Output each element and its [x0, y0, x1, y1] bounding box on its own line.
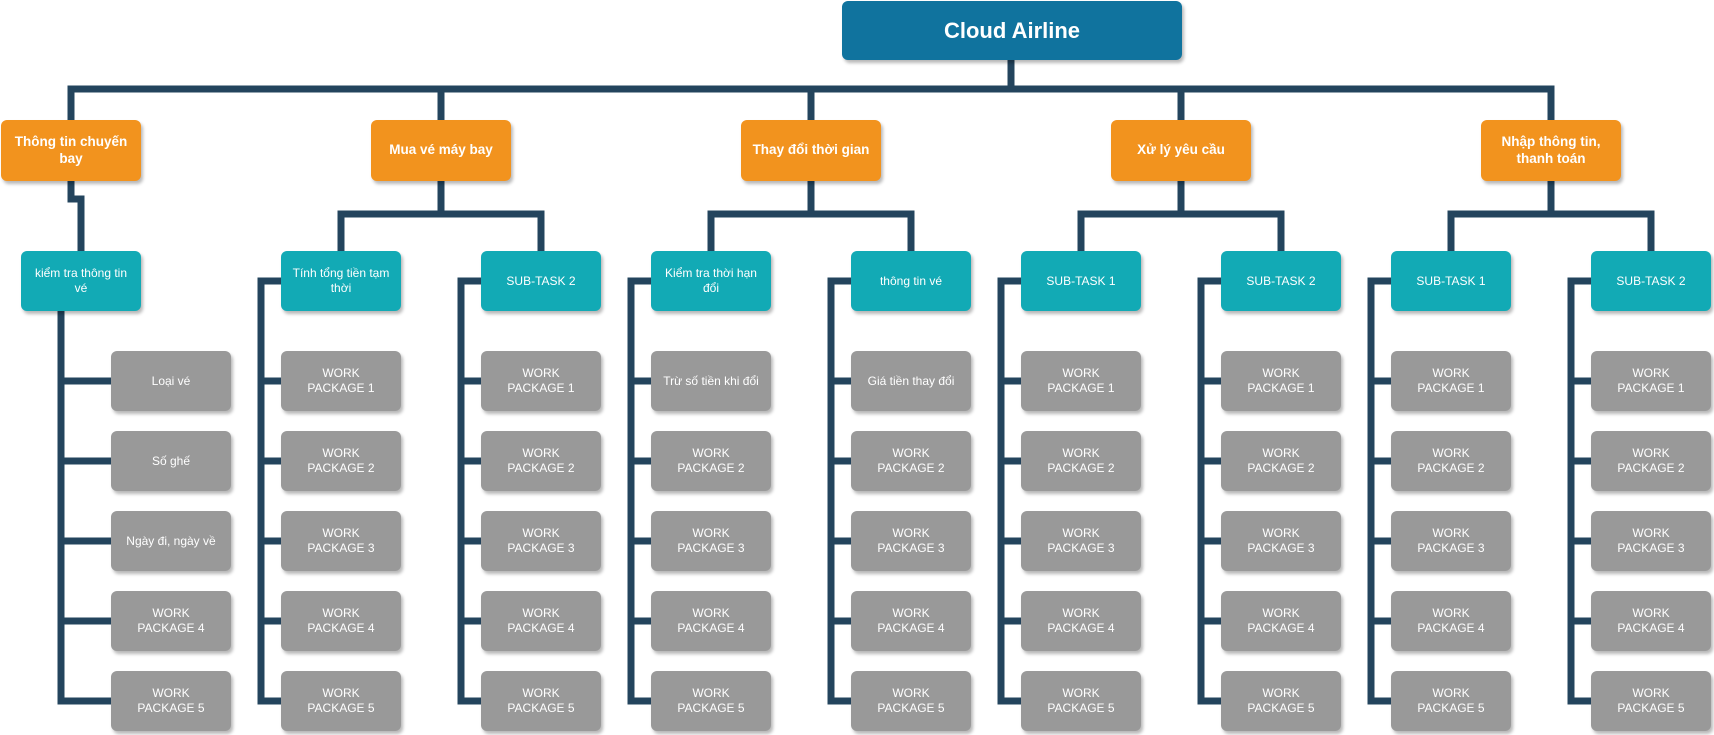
work-package-node[interactable]: WORK PACKAGE 2: [281, 431, 401, 491]
work-package-node[interactable]: WORK PACKAGE 5: [851, 671, 971, 731]
subtask-node[interactable]: thông tin vé: [851, 251, 971, 311]
work-package-node[interactable]: WORK PACKAGE 2: [1391, 431, 1511, 491]
work-package-node[interactable]: WORK PACKAGE 1: [481, 351, 601, 411]
work-package-node[interactable]: WORK PACKAGE 3: [1391, 511, 1511, 571]
work-package-node[interactable]: Số ghế: [111, 431, 231, 491]
work-package-node[interactable]: WORK PACKAGE 1: [1591, 351, 1711, 411]
work-package-node[interactable]: Trừ số tiền khi đổi: [651, 351, 771, 411]
work-package-node[interactable]: Loại vé: [111, 351, 231, 411]
work-package-node[interactable]: WORK PACKAGE 3: [1591, 511, 1711, 571]
work-package-node[interactable]: WORK PACKAGE 2: [1591, 431, 1711, 491]
work-package-node[interactable]: WORK PACKAGE 5: [1591, 671, 1711, 731]
work-package-node[interactable]: WORK PACKAGE 2: [481, 431, 601, 491]
work-package-node[interactable]: WORK PACKAGE 5: [1391, 671, 1511, 731]
work-package-node[interactable]: WORK PACKAGE 4: [111, 591, 231, 651]
subtask-node[interactable]: SUB-TASK 2: [1591, 251, 1711, 311]
work-package-node[interactable]: Ngày đi, ngày về: [111, 511, 231, 571]
work-package-node[interactable]: WORK PACKAGE 4: [1221, 591, 1341, 651]
subtask-node[interactable]: SUB-TASK 1: [1391, 251, 1511, 311]
work-package-node[interactable]: WORK PACKAGE 2: [1021, 431, 1141, 491]
work-package-node[interactable]: WORK PACKAGE 2: [851, 431, 971, 491]
work-package-node[interactable]: WORK PACKAGE 4: [481, 591, 601, 651]
subtask-node[interactable]: SUB-TASK 1: [1021, 251, 1141, 311]
work-package-node[interactable]: WORK PACKAGE 3: [651, 511, 771, 571]
category-node[interactable]: Thay đổi thời gian: [741, 120, 881, 181]
work-package-node[interactable]: WORK PACKAGE 4: [1391, 591, 1511, 651]
work-package-node[interactable]: WORK PACKAGE 1: [1391, 351, 1511, 411]
root-node[interactable]: Cloud Airline: [842, 1, 1182, 60]
subtask-node[interactable]: SUB-TASK 2: [481, 251, 601, 311]
category-node[interactable]: Mua vé máy bay: [371, 120, 511, 181]
work-package-node[interactable]: WORK PACKAGE 1: [1021, 351, 1141, 411]
work-package-node[interactable]: WORK PACKAGE 1: [281, 351, 401, 411]
work-package-node[interactable]: WORK PACKAGE 1: [1221, 351, 1341, 411]
work-package-node[interactable]: WORK PACKAGE 5: [481, 671, 601, 731]
subtask-node[interactable]: Kiểm tra thời hạn đổi: [651, 251, 771, 311]
work-package-node[interactable]: WORK PACKAGE 3: [1221, 511, 1341, 571]
work-package-node[interactable]: WORK PACKAGE 2: [651, 431, 771, 491]
work-package-node[interactable]: WORK PACKAGE 4: [651, 591, 771, 651]
subtask-node[interactable]: Tính tổng tiền tạm thời: [281, 251, 401, 311]
subtask-node[interactable]: SUB-TASK 2: [1221, 251, 1341, 311]
work-package-node[interactable]: WORK PACKAGE 3: [281, 511, 401, 571]
category-node[interactable]: Thông tin chuyến bay: [1, 120, 141, 181]
work-package-node[interactable]: WORK PACKAGE 4: [1591, 591, 1711, 651]
work-package-node[interactable]: WORK PACKAGE 5: [111, 671, 231, 731]
work-package-node[interactable]: WORK PACKAGE 5: [1221, 671, 1341, 731]
work-package-node[interactable]: WORK PACKAGE 3: [481, 511, 601, 571]
category-node[interactable]: Nhập thông tin, thanh toán: [1481, 120, 1621, 181]
work-package-node[interactable]: WORK PACKAGE 5: [281, 671, 401, 731]
category-node[interactable]: Xử lý yêu cầu: [1111, 120, 1251, 181]
work-package-node[interactable]: WORK PACKAGE 5: [651, 671, 771, 731]
work-package-node[interactable]: WORK PACKAGE 3: [1021, 511, 1141, 571]
work-package-node[interactable]: WORK PACKAGE 4: [1021, 591, 1141, 651]
work-package-node[interactable]: WORK PACKAGE 4: [281, 591, 401, 651]
work-package-node[interactable]: Giá tiền thay đổi: [851, 351, 971, 411]
work-package-node[interactable]: WORK PACKAGE 5: [1021, 671, 1141, 731]
subtask-node[interactable]: kiểm tra thông tin vé: [21, 251, 141, 311]
work-package-node[interactable]: WORK PACKAGE 2: [1221, 431, 1341, 491]
work-package-node[interactable]: WORK PACKAGE 4: [851, 591, 971, 651]
work-package-node[interactable]: WORK PACKAGE 3: [851, 511, 971, 571]
